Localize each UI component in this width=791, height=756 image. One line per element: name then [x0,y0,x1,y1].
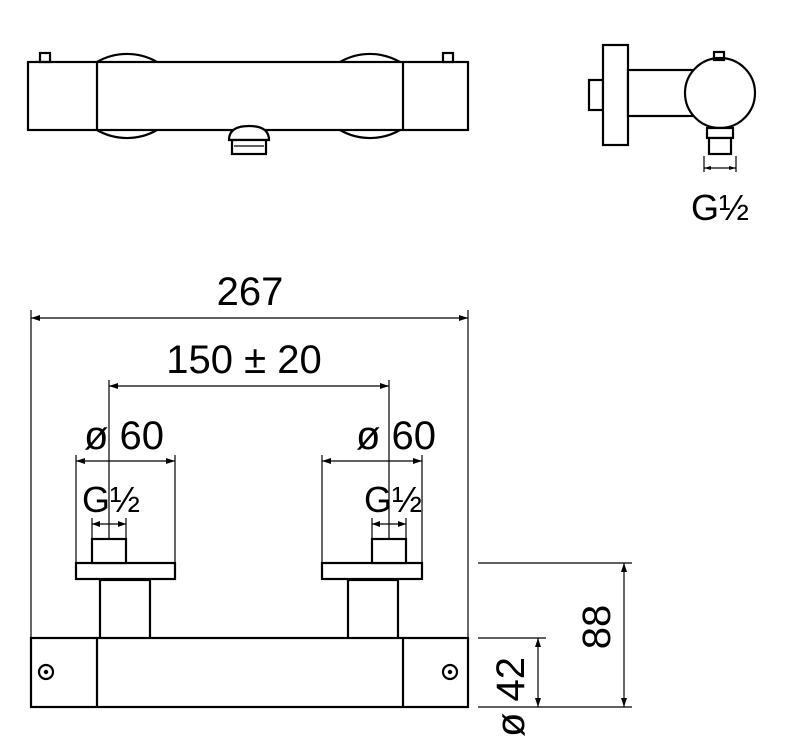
dimension-flange-left: ø 60 [75,414,176,563]
dimension-thread-left: G½ [82,479,140,539]
plan-view [29,537,470,709]
thread-right-label: G½ [364,479,422,520]
dimension-thread-right: G½ [364,479,422,539]
dimension-flange-right: ø 60 [321,414,436,563]
thread-left-label: G½ [82,479,140,520]
thread-label-side: G½ [691,187,749,228]
dimension-body-diameter: ø 42 [478,637,546,737]
inlet-spacing-label: 150 ± 20 [166,338,321,382]
body-diameter-label: ø 42 [489,657,533,737]
flange-diameter-left-label: ø 60 [84,414,164,458]
front-view [26,51,470,156]
dimension-height: 88 [478,562,632,708]
height-label: 88 [575,605,619,650]
side-view: G½ [587,43,757,228]
dimension-inlet-spacing: 150 ± 20 [108,338,390,539]
overall-width-label: 267 [217,270,284,314]
flange-diameter-right-label: ø 60 [356,414,436,458]
dimension-overall-width: 267 [30,270,469,638]
